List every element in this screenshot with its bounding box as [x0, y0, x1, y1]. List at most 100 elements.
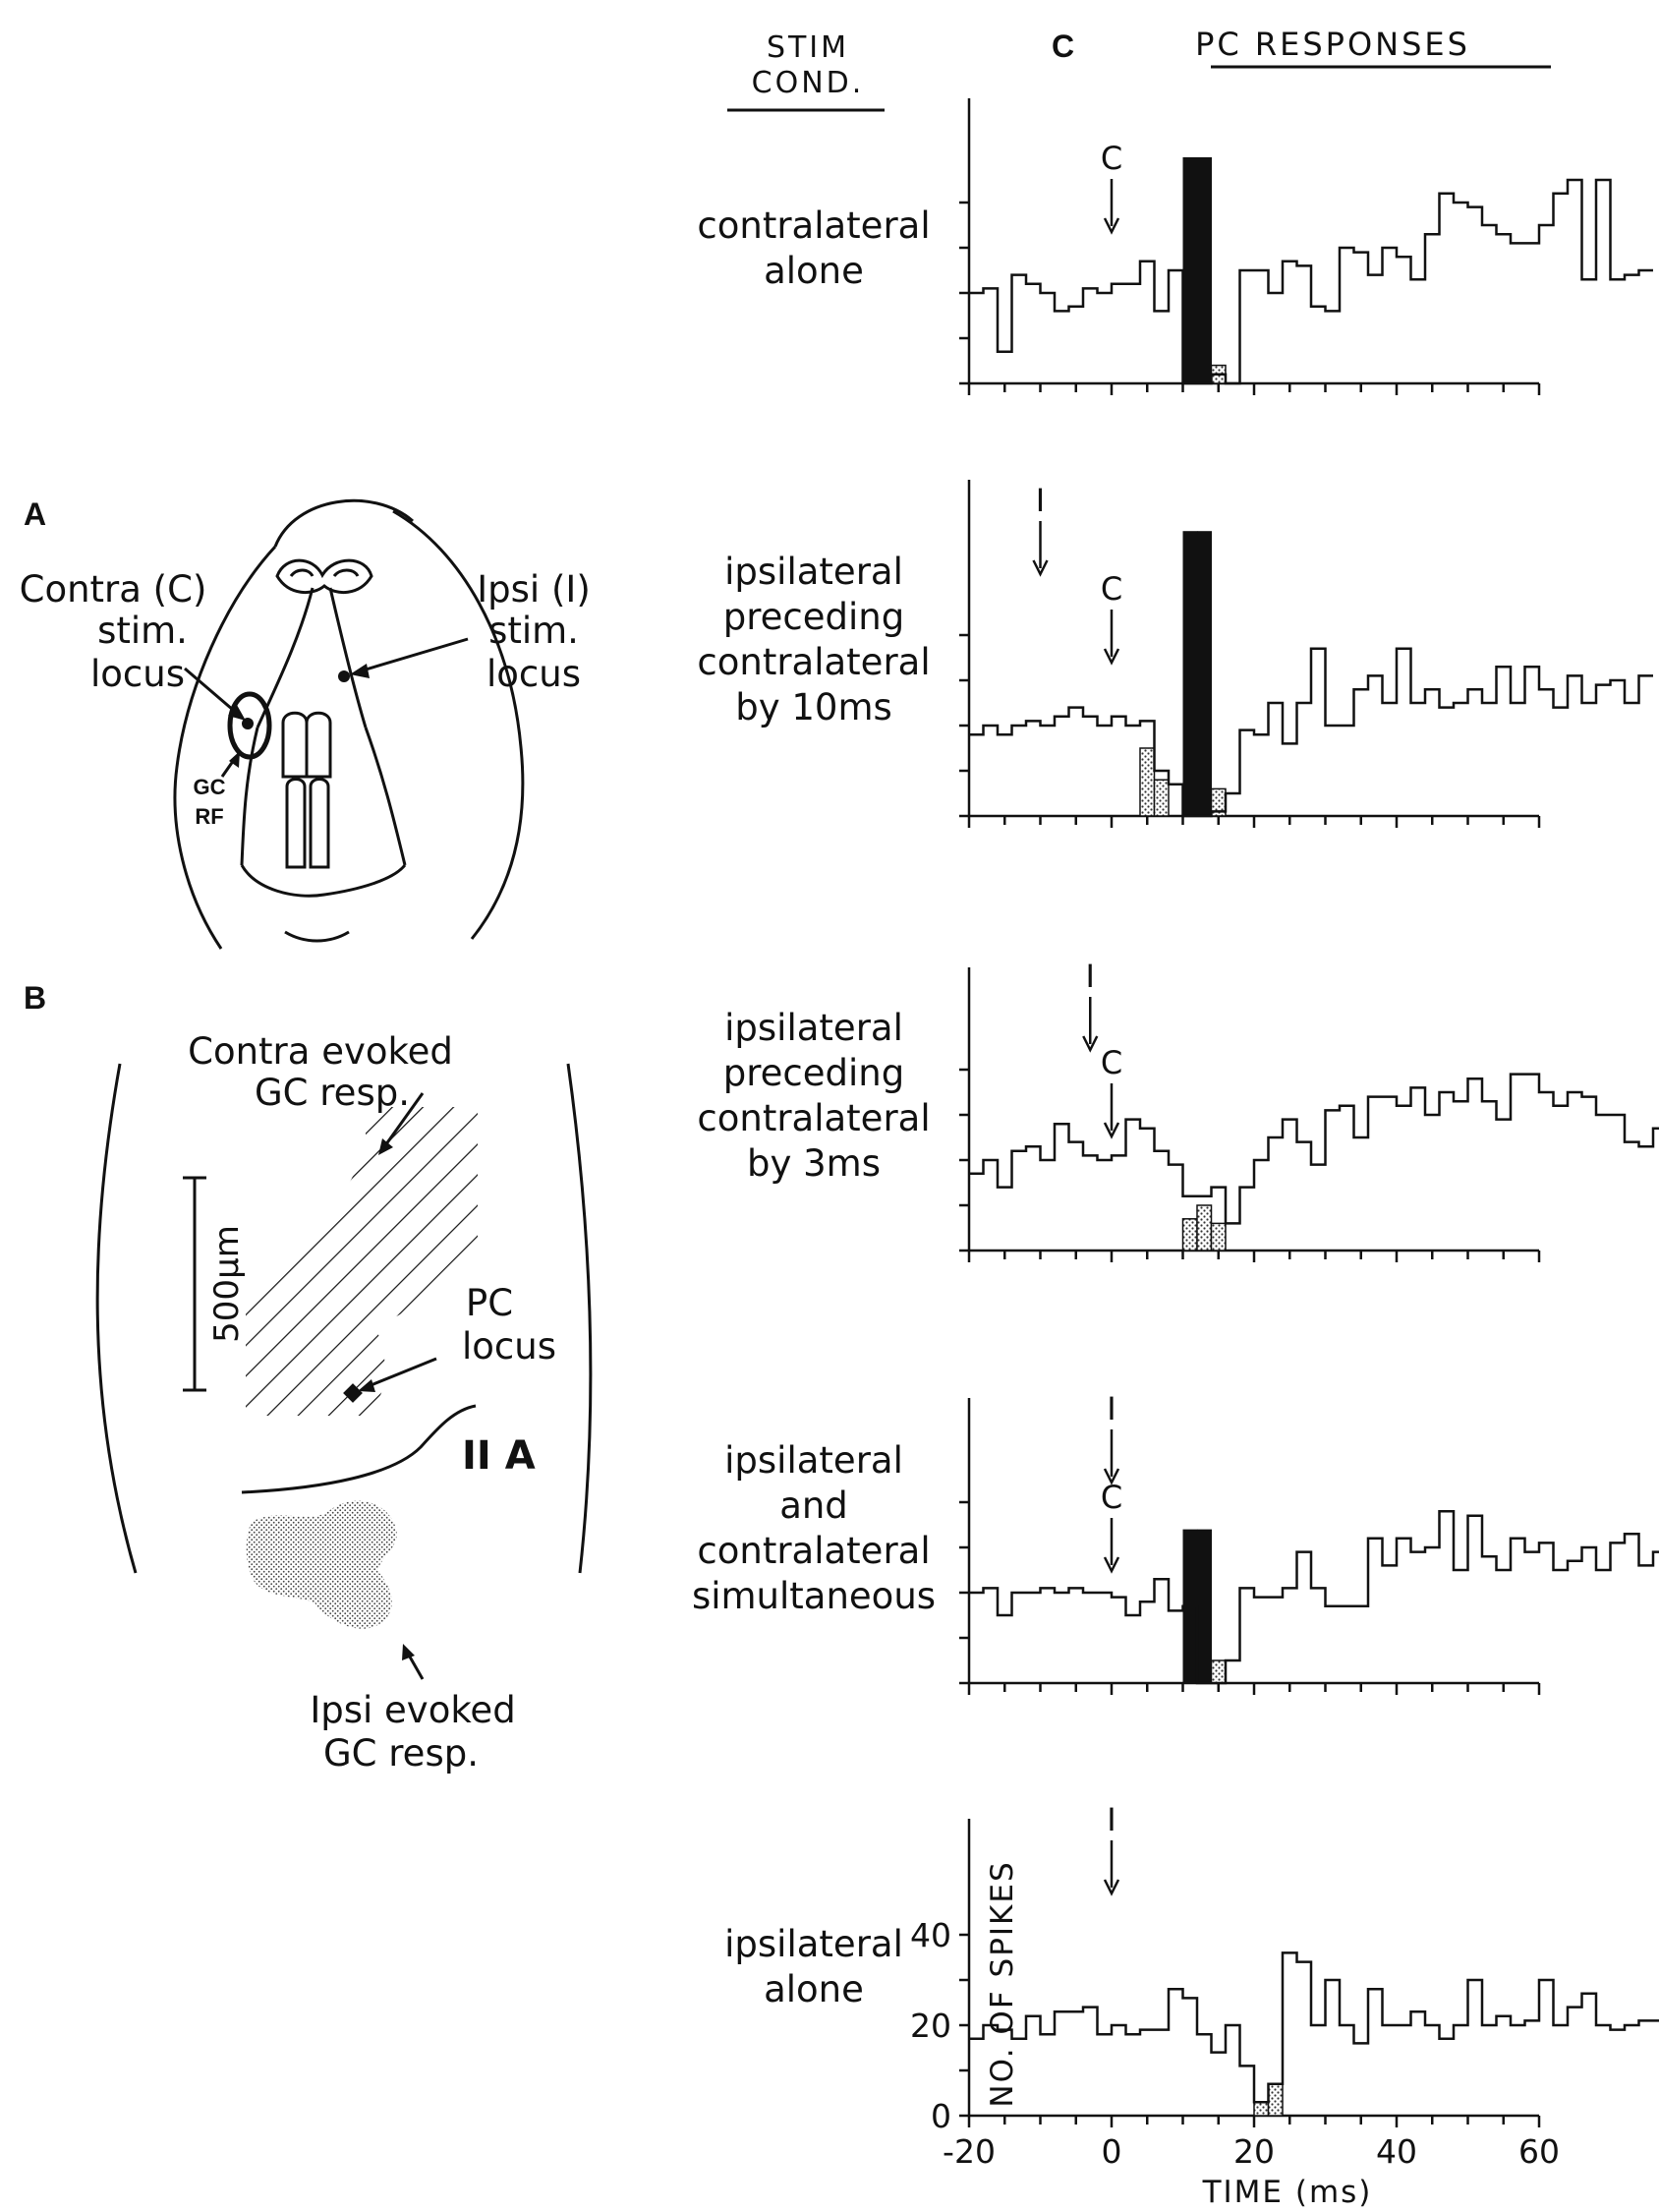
shaded-bin — [1210, 1659, 1227, 1684]
ipsi-evoked-arrow-head — [402, 1644, 415, 1660]
marker-arrow-head — [1103, 1468, 1120, 1485]
scale-bar-label: 500μm — [207, 1225, 247, 1343]
ipsi-label-line-2: stim. — [488, 610, 579, 652]
marker-arrow-head — [1103, 217, 1120, 235]
jaw-line — [240, 863, 407, 898]
histogram-outline — [969, 647, 1653, 818]
contra-arrow-head — [228, 705, 246, 721]
stim-artifact-bar — [1182, 531, 1198, 816]
condition-text-1: contralateral alone — [697, 204, 930, 292]
upper-lip-left — [240, 727, 259, 866]
contra-evoked-region — [246, 1107, 478, 1416]
ipsi-label-line-3: locus — [486, 653, 581, 695]
face-outline-right — [392, 509, 525, 940]
ipsi-evoked-region — [246, 1500, 397, 1629]
region-label: II A — [462, 1433, 536, 1479]
marker-arrow-head — [1082, 1035, 1099, 1053]
condition-3-line-3: contralateral — [697, 1097, 930, 1139]
marker-arrow-head — [1103, 1556, 1120, 1574]
marker-arrow-head — [1103, 648, 1120, 666]
shaded-bin — [1181, 1218, 1198, 1252]
stim-artifact-bar — [1197, 1529, 1212, 1683]
contra-evoked-arrow-head — [378, 1138, 393, 1155]
stim-cond-header-line1: STIM — [767, 30, 849, 65]
condition-text-2: ipsilateral preceding contralateral by 1… — [697, 551, 930, 728]
x-tick-label: 0 — [1102, 2132, 1122, 2171]
contra-stim-dot — [242, 718, 254, 729]
nose-pad-inner — [289, 568, 360, 578]
contra-label-line-2: stim. — [97, 610, 188, 652]
condition-text-3: ipsilateral preceding contralateral by 3… — [697, 1007, 930, 1185]
marker-label-C: C — [1101, 1044, 1122, 1081]
histogram-outline — [969, 1951, 1659, 2104]
shaded-bin — [1153, 779, 1170, 817]
pc-locus-arrow-head — [358, 1379, 375, 1392]
chin-line — [284, 930, 350, 943]
shaded-bin — [1210, 1222, 1227, 1252]
contra-evoked-line-1: Contra evoked — [188, 1030, 453, 1073]
fissure-line — [241, 1404, 477, 1494]
contra-evoked-arrow-line — [381, 1092, 425, 1149]
marker-arrow-head — [1032, 559, 1049, 577]
contra-arrow-line — [184, 667, 241, 718]
incisors-lower — [285, 778, 330, 869]
marker-label-I: I — [1086, 958, 1095, 995]
histogram-2: IC — [959, 480, 1653, 828]
stim-artifact-bar — [1197, 157, 1212, 383]
x-tick-label: 40 — [1376, 2132, 1417, 2171]
rat-face-drawing — [173, 498, 525, 950]
condition-4-line-2: and — [779, 1484, 848, 1527]
ipsi-arrow-head — [350, 664, 370, 678]
x-tick-label: 60 — [1518, 2132, 1560, 2171]
shaded-bin — [1253, 2101, 1270, 2117]
midline-right — [328, 587, 368, 728]
pc-responses-header: PC RESPONSES — [1195, 26, 1470, 63]
x-tick-label: -20 — [943, 2132, 996, 2171]
condition-5-line-1: ipsilateral — [724, 1923, 903, 1965]
marker-label-I: I — [1107, 1390, 1116, 1427]
condition-3-line-1: ipsilateral — [724, 1007, 903, 1049]
ipsi-evoked-line-2: GC resp. — [323, 1732, 479, 1775]
marker-label-I: I — [1107, 1801, 1116, 1838]
condition-5-line-2: alone — [764, 1968, 864, 2010]
pc-locus-line-1: PC — [466, 1282, 513, 1324]
marker-label-C: C — [1101, 570, 1122, 608]
incisors-upper — [281, 711, 332, 779]
condition-2-line-2: preceding — [723, 596, 904, 638]
shaded-bin — [1196, 1204, 1213, 1252]
face-outline-left — [173, 545, 277, 950]
histogram-1: C — [959, 98, 1653, 395]
stim-artifact-bar — [1197, 531, 1212, 816]
contra-label-line-1: Contra (C) — [20, 568, 207, 611]
panel-a-labels: Contra (C) stim. locus Ipsi (I) stim. lo… — [20, 568, 591, 695]
ipsi-stim-dot — [338, 670, 350, 682]
marker-arrow-head — [1103, 1879, 1120, 1896]
nose-pad — [275, 558, 373, 595]
stim-cond-header-line2: COND. — [752, 66, 865, 100]
condition-2-line-1: ipsilateral — [724, 551, 903, 593]
panel-label-a: A — [24, 496, 46, 532]
marker-label-C: C — [1101, 1479, 1122, 1516]
panel-label-b: B — [24, 980, 46, 1016]
snout-top — [273, 498, 414, 548]
histogram-4: IC — [959, 1390, 1659, 1695]
pc-locus-line-2: locus — [462, 1325, 556, 1368]
map-border-right — [566, 1063, 593, 1574]
y-tick-label: 20 — [910, 2007, 951, 2045]
histogram-outline — [969, 1073, 1659, 1225]
condition-1-line-2: alone — [764, 250, 864, 292]
condition-3-line-2: preceding — [723, 1052, 904, 1094]
marker-label-C: C — [1101, 140, 1122, 177]
map-border-left — [95, 1063, 138, 1574]
condition-4-line-3: contralateral — [697, 1530, 930, 1572]
gc-rf-ring — [227, 691, 272, 760]
condition-2-line-4: by 10ms — [735, 686, 892, 728]
cerebellar-map — [95, 1063, 593, 1680]
shaded-bin — [1267, 2083, 1284, 2117]
histogram-outline — [969, 1509, 1659, 1685]
gc-rf-label-line-2: RF — [195, 804, 223, 829]
panel-label-c: C — [1052, 29, 1074, 64]
